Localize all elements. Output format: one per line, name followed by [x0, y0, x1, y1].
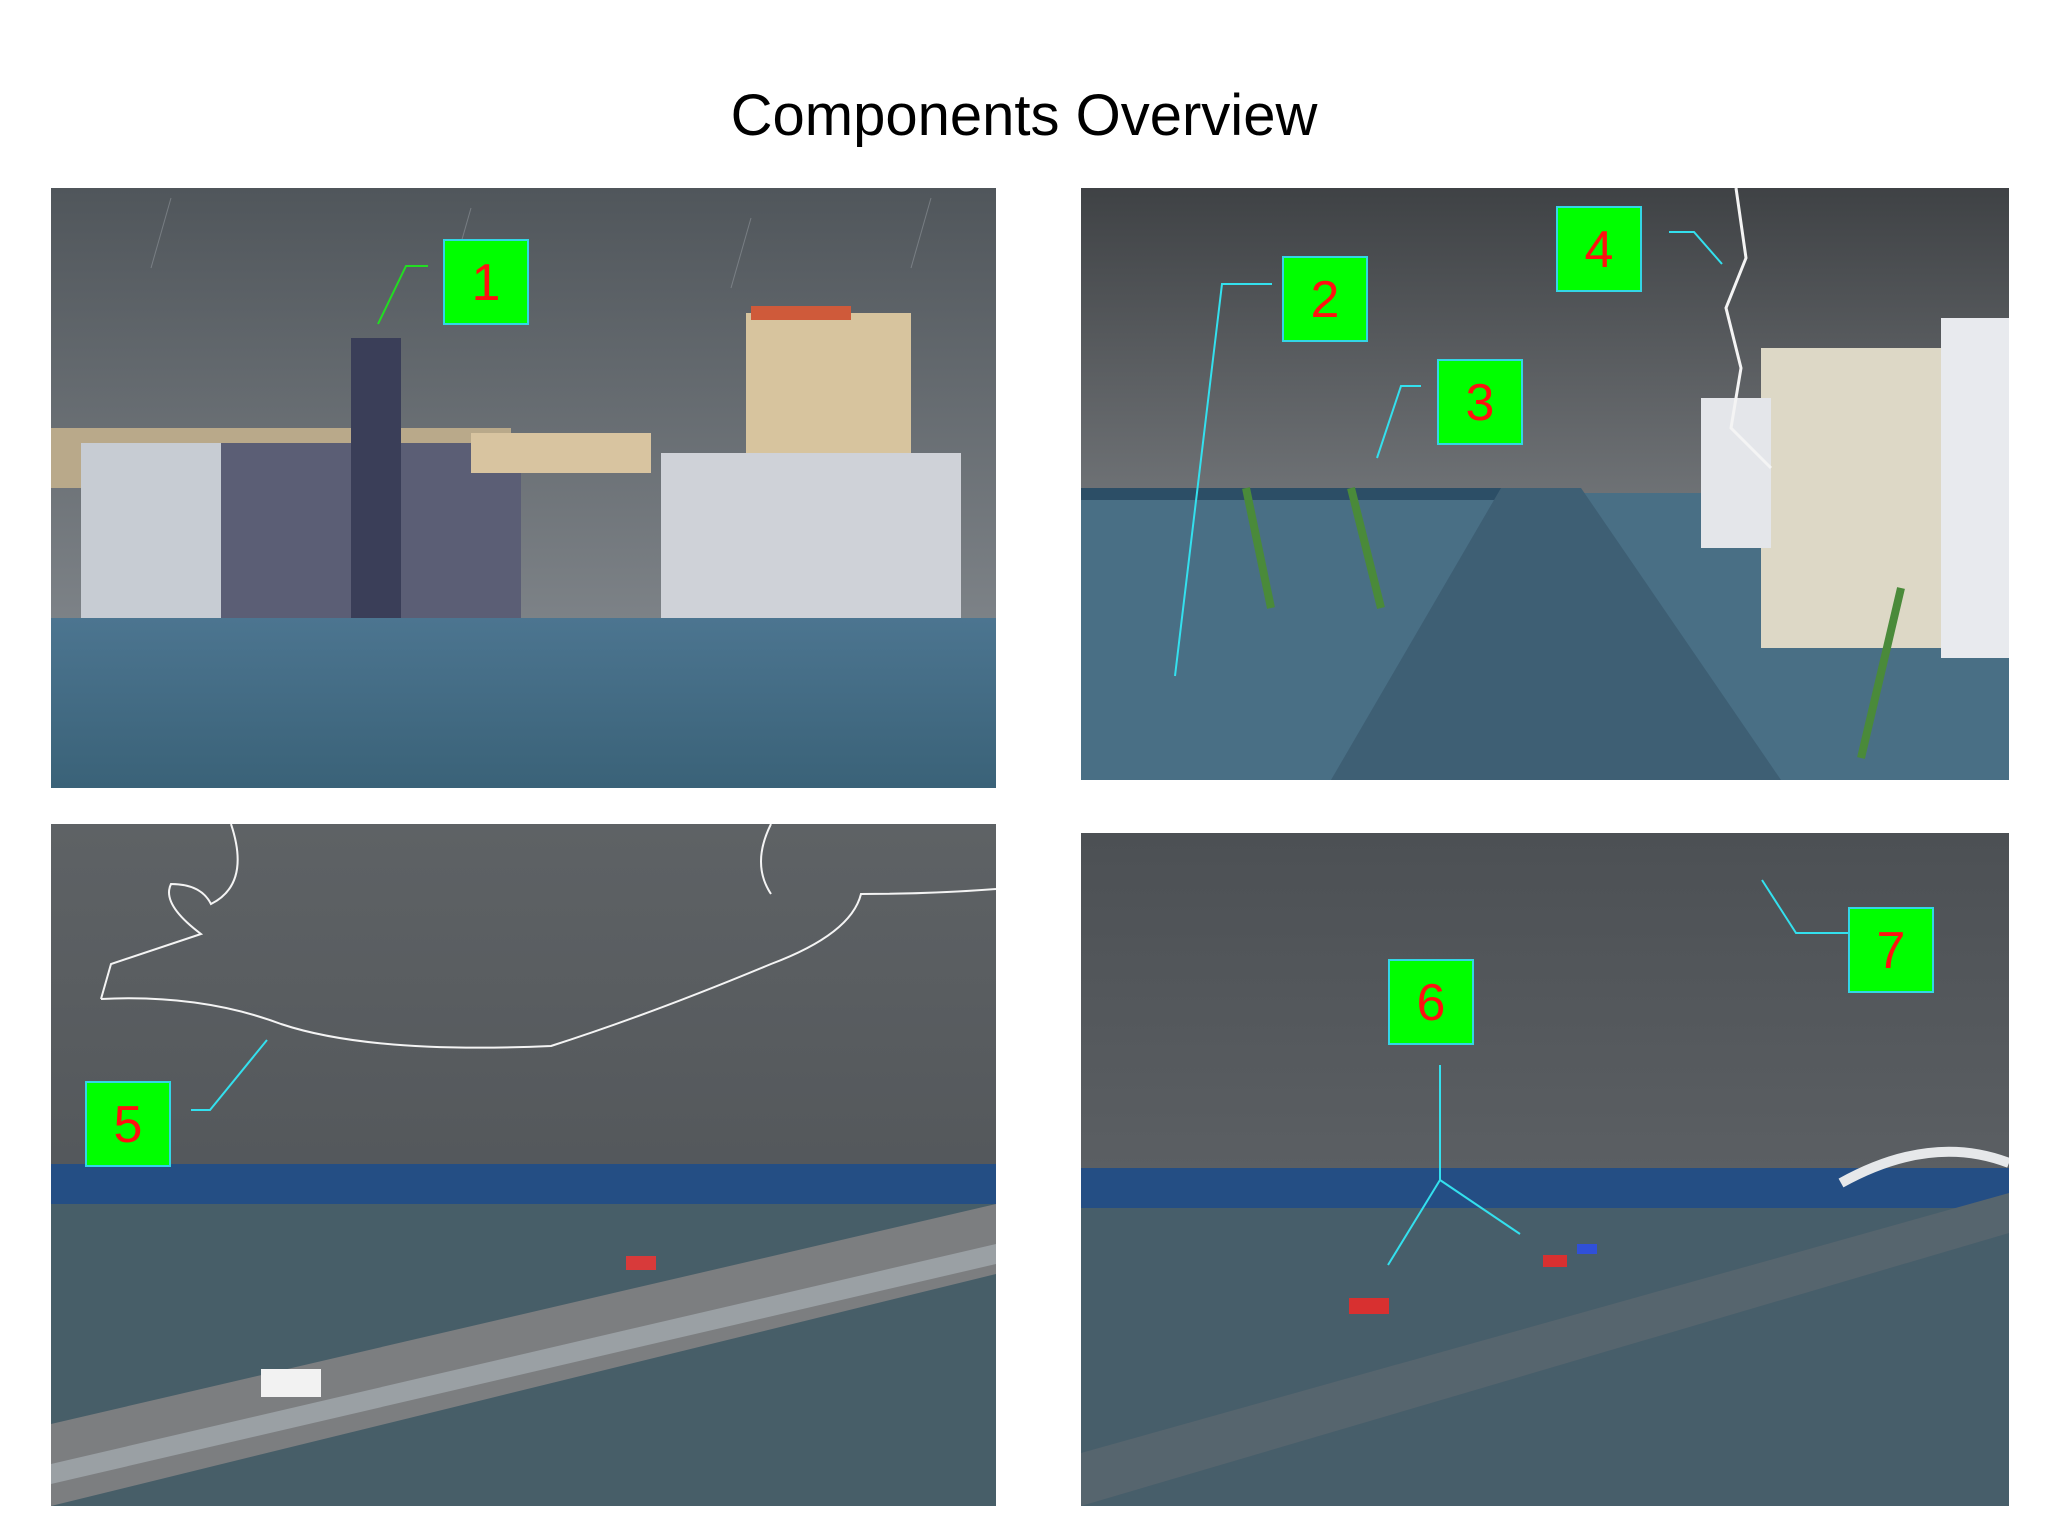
panel-flooded-road: [1081, 188, 2009, 780]
callout-2: 2: [1282, 256, 1368, 342]
callout-6: 6: [1388, 959, 1474, 1045]
page-title: Components Overview: [730, 83, 1318, 148]
callout-7: 7: [1848, 907, 1934, 993]
callout-3: 3: [1437, 359, 1523, 445]
callout-5: 5: [85, 1081, 171, 1167]
callout-1: 1: [443, 239, 529, 325]
panel-storm-highway: [51, 824, 996, 1506]
callout-4: 4: [1556, 206, 1642, 292]
